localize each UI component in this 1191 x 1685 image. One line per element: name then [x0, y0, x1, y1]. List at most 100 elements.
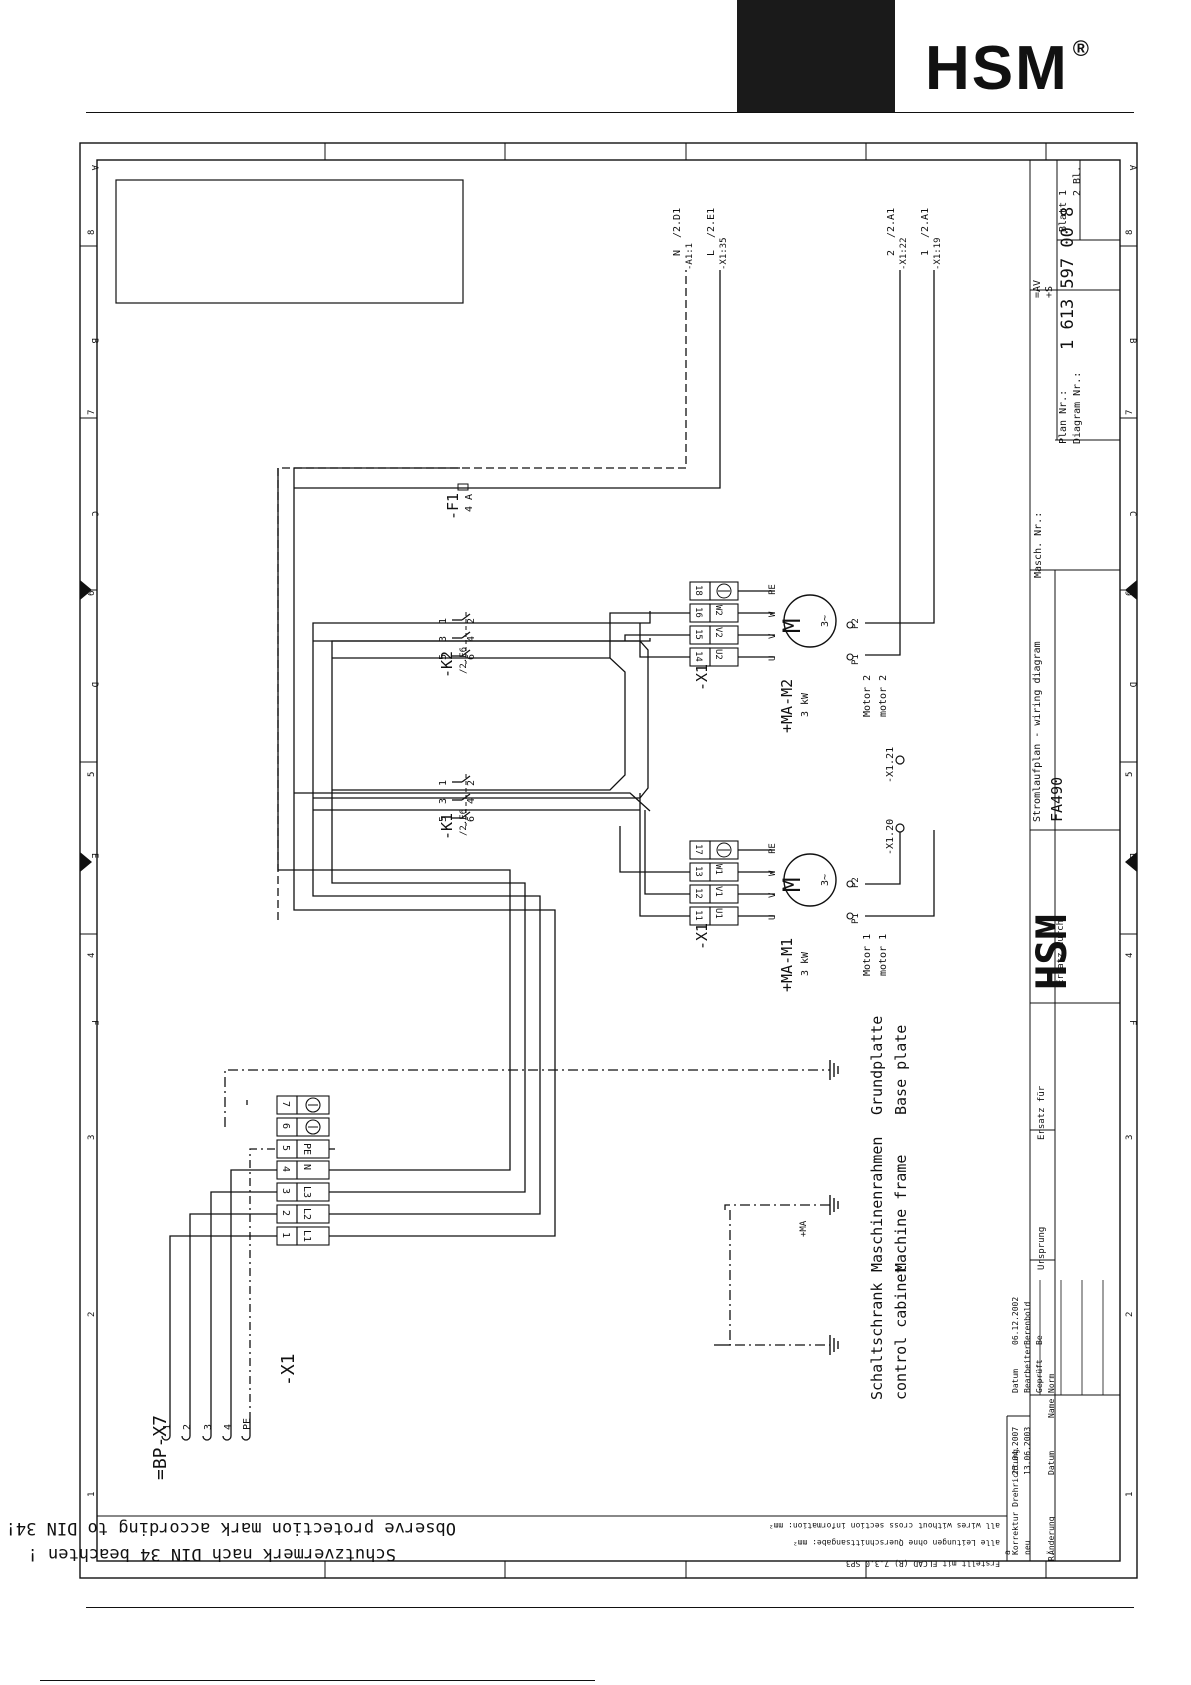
sheet-number: 1	[1058, 190, 1069, 196]
terminal-x1-main-num: 5	[280, 1145, 291, 1151]
ref-signal: N	[672, 250, 683, 256]
tb-datum-label: Datum	[1011, 1369, 1020, 1393]
motor2-terminal-num: 15	[693, 629, 703, 640]
contactor-k1-contact-b	[461, 811, 471, 819]
wire-bp-2	[189, 1213, 277, 1420]
sheet-border-inner	[96, 159, 1121, 1562]
connector-bp-pin-label: 4	[223, 1424, 234, 1430]
contactor-k1-pin-top: 5	[438, 816, 449, 822]
wire-m2-p2-ref	[865, 270, 935, 624]
connector-bp-pin-label: 2	[182, 1424, 193, 1430]
wire-bus-2	[331, 638, 651, 810]
grid-col-top-F: F	[89, 1020, 99, 1025]
grid-marks: AABBCCDDEEFF1122334455667788	[80, 143, 1137, 1578]
wire-loop-inner	[332, 657, 626, 791]
motor2-terminal-name: U2	[713, 649, 723, 660]
wire-m1-p2	[865, 830, 901, 885]
connector-bp-pin-label: 3	[203, 1424, 214, 1430]
grid-col-top-E: E	[89, 853, 99, 858]
tb-norm-label: Norm	[1047, 1374, 1056, 1393]
grid-row-left-8: 8	[87, 230, 97, 235]
terminal-x1-main-name: L1	[301, 1230, 312, 1242]
tb-geprueft-label: Geprüft	[1035, 1359, 1044, 1393]
tb-rev-a: a	[1003, 1550, 1012, 1555]
earth-frame-label-en: Machine frame	[892, 1155, 910, 1272]
contactor-k1-label: -K1	[438, 813, 456, 840]
motor2-terminal-num: 14	[693, 651, 703, 662]
contactor-k2-pin-top: 5	[438, 654, 449, 660]
connector-bp-pin	[222, 1435, 232, 1441]
ref-target: /2.A1	[920, 208, 931, 238]
tb-change-datum: Datum	[1047, 1451, 1056, 1475]
wire-bp-pe	[249, 1148, 277, 1420]
code-s: +S	[1044, 286, 1055, 298]
wire-l-ref	[294, 270, 721, 489]
centering-mark	[1125, 852, 1137, 872]
motor2-terminal-name: V2	[713, 627, 723, 638]
earth-base-label-de: Grundplatte	[868, 1016, 886, 1115]
motor2-p2-dot	[846, 621, 854, 629]
tb-datum-value: 06.12.2002	[1011, 1297, 1020, 1345]
wire-bp-1	[169, 1235, 277, 1420]
terminal-x1-main-num: 2	[280, 1210, 291, 1216]
contactor-k1-ref: /2.E6	[459, 809, 469, 836]
terminal-x1-main-name: N	[301, 1164, 312, 1170]
motor1-motor-symbol: M	[778, 878, 806, 892]
grid-row-right-8: 8	[1125, 230, 1135, 235]
contactor-k2-pin-bottom: 2	[466, 618, 477, 624]
grid-row-left-1: 1	[87, 1492, 97, 1497]
motor1-motor-phase: 3~	[820, 874, 831, 886]
grid-col-bottom-D: D	[1127, 682, 1137, 687]
ref-terminal: -X1:22	[899, 237, 909, 270]
earth-frame-tag: +MA	[799, 1220, 809, 1237]
terminal-x1-main-name-cell	[296, 1095, 330, 1115]
wire-l2-main	[312, 810, 541, 1215]
wire-n-ref	[277, 270, 687, 920]
earth-terminal-symbol	[716, 842, 732, 858]
wire-k1-to-m1-a	[639, 793, 690, 917]
title-block	[1006, 160, 1120, 1561]
motor1-p1-label: P1	[851, 913, 861, 924]
contactor-k2-pin-top: 3	[438, 636, 449, 642]
motor1-motor-circle	[783, 853, 837, 907]
terminal-x1-main-num: 1	[280, 1232, 291, 1238]
grid-col-top-C: C	[89, 511, 99, 516]
wire-k1-to-m1-b	[644, 810, 690, 895]
earth-terminal-symbol	[305, 1097, 321, 1113]
grid-col-bottom-A: A	[1127, 165, 1137, 171]
earth-cabinet-label-de: Schaltschrank	[868, 1283, 886, 1400]
contactor-k1-pin-bottom: 6	[466, 816, 477, 822]
x1-point-21-dot	[895, 755, 905, 765]
connector-bp-label: =BP-X7	[150, 1415, 171, 1480]
grid-col-top-B: B	[89, 338, 99, 343]
masch-label: Masch. Nr.:	[1033, 512, 1044, 578]
grid-row-left-5: 5	[87, 772, 97, 777]
motor1-winding-label: W	[768, 870, 778, 876]
motor1-winding-label: PE	[768, 843, 778, 854]
note-box	[115, 179, 464, 304]
wire-note-en: all wires without cross section informat…	[769, 1521, 1000, 1530]
motor2-terminal-name: W2	[713, 605, 723, 616]
connector-bp-pin-label: 1	[162, 1424, 173, 1430]
fuse-f1-symbol	[457, 483, 469, 491]
terminal-x1-main-name: PE	[301, 1143, 312, 1155]
title-block-logo: HSM	[1027, 914, 1076, 990]
motor1-desc-de: Motor 1	[862, 934, 873, 976]
grid-col-bottom-E: E	[1127, 853, 1137, 858]
tb-bearbeiter-label: Bearbeiter	[1023, 1345, 1032, 1393]
wire-frame	[724, 1204, 830, 1210]
grid-row-right-2: 2	[1125, 1312, 1135, 1317]
brand-logo: HSM®	[925, 34, 1091, 103]
footer-rule	[86, 1607, 1134, 1608]
motor2-motor-symbol: M	[778, 619, 806, 633]
contactor-k2-contact-b	[461, 613, 471, 621]
connector-bp-pin	[202, 1435, 212, 1441]
motor2-motor-circle	[783, 594, 837, 648]
contactor-k2-pin-top: 1	[438, 618, 449, 624]
title-de: Stromlaufplan - wiring diagram	[1032, 641, 1043, 822]
grid-col-bottom-F: F	[1127, 1020, 1137, 1025]
motor1-terminal-name: V1	[713, 886, 723, 897]
wires	[169, 270, 935, 1420]
tb-bearbeiter-value: Berenbold	[1023, 1301, 1032, 1345]
